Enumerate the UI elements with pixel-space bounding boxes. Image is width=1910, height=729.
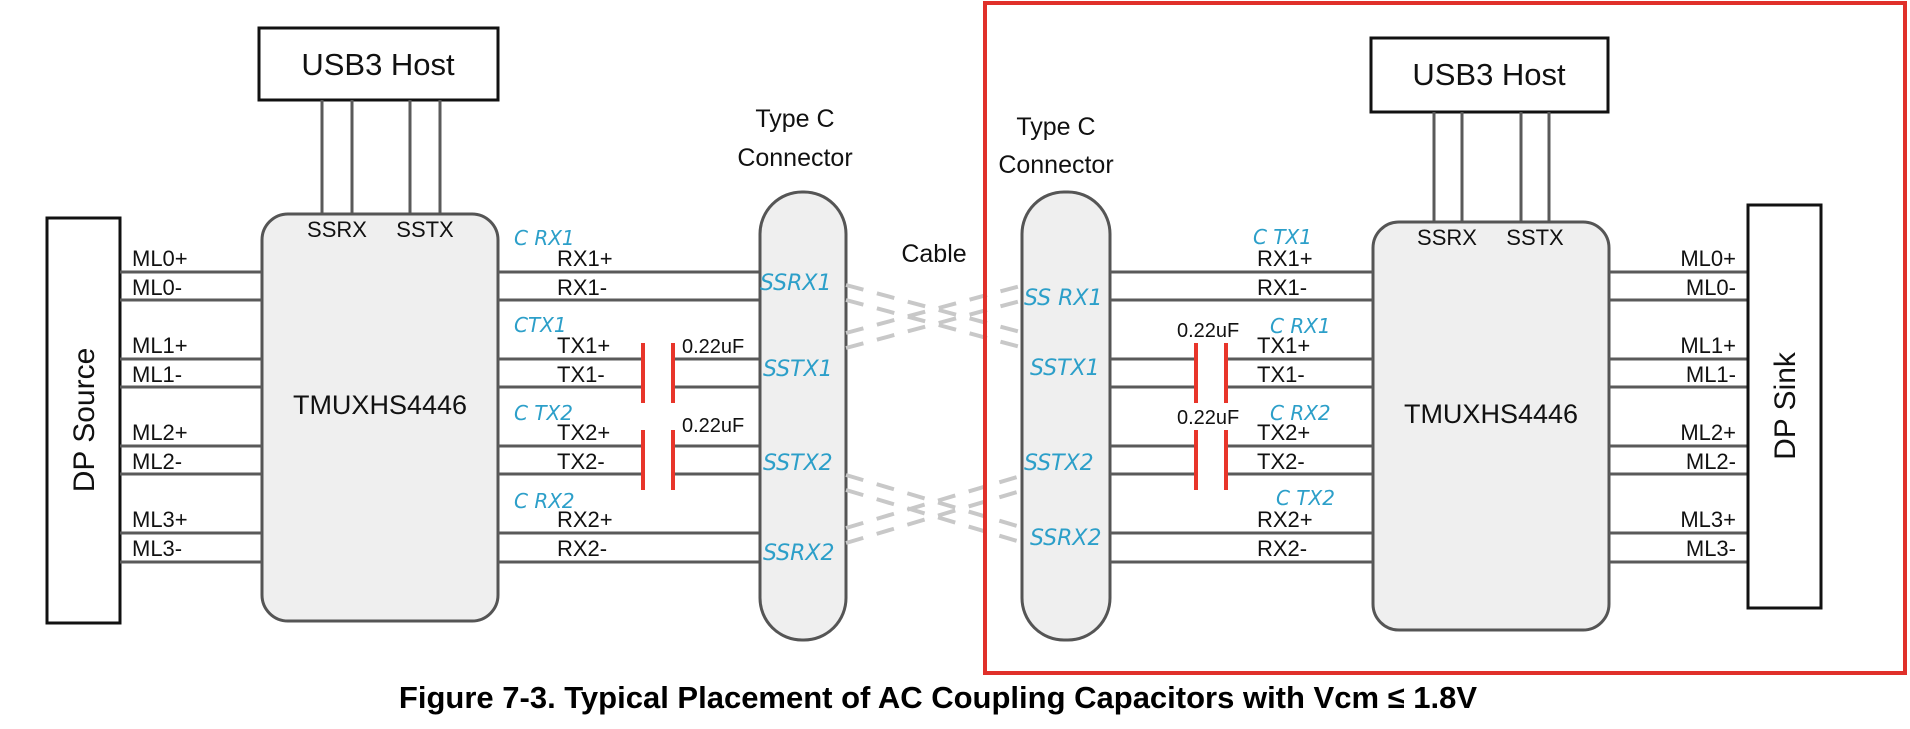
right-connector-label-2: Connector	[998, 151, 1113, 179]
left-ml3p-label: ML3+	[132, 507, 188, 532]
right-rx2n-label: RX2-	[1257, 536, 1307, 561]
left-connector-label-2: Connector	[737, 144, 852, 172]
right-usb3-host-box	[1369, 36, 1610, 114]
right-hand-crx1: C RX1	[1270, 314, 1331, 338]
right-ml1p-label: ML1+	[1680, 333, 1736, 358]
left-cap1-label: 0.22uF	[682, 336, 744, 358]
left-ml1p-label: ML1+	[132, 333, 188, 358]
left-tx1n-label: TX1-	[557, 362, 605, 387]
left-hand-ctx1: CTX1	[514, 313, 567, 337]
right-tx1p-label: TX1+	[1257, 333, 1310, 358]
right-host-wires	[1432, 112, 1551, 224]
left-out-wires	[498, 270, 762, 564]
left-connector-label-1: Type C	[755, 105, 834, 133]
left-hand-ssrx1: SSRX1	[760, 271, 832, 296]
right-hand-crx2: C RX2	[1270, 401, 1331, 425]
left-ml-wires	[120, 270, 262, 564]
right-rx2p-label: RX2+	[1257, 507, 1313, 532]
left-rx1p-label: RX1+	[557, 246, 613, 271]
left-hand-sstx1: SSTX1	[763, 357, 833, 382]
left-ml1n-label: ML1-	[132, 362, 182, 387]
right-ml0n-label: ML0-	[1686, 275, 1736, 300]
right-mux-box	[1371, 220, 1611, 632]
cable-label: Cable	[901, 240, 966, 268]
figure-caption: Figure 7-3. Typical Placement of AC Coup…	[399, 680, 1477, 715]
left-mux-label: TMUXHS4446	[293, 390, 467, 420]
right-ml2n-label: ML2-	[1686, 449, 1736, 474]
dp-sink-label: DP Sink	[1769, 351, 1802, 460]
dp-source-label: DP Source	[68, 348, 101, 493]
right-rx1p-label: RX1+	[1257, 246, 1313, 271]
right-hand-ctx1: C TX1	[1253, 225, 1312, 249]
left-rx2n-label: RX2-	[557, 536, 607, 561]
left-tx2n-label: TX2-	[557, 449, 605, 474]
left-usb3-host-label: USB3 Host	[301, 47, 455, 82]
left-tx1p-label: TX1+	[557, 333, 610, 358]
left-sstx-label: SSTX	[396, 217, 454, 242]
right-sstx-label: SSTX	[1506, 225, 1564, 250]
right-rx1n-label: RX1-	[1257, 275, 1307, 300]
right-mux-label: TMUXHS4446	[1404, 399, 1578, 429]
right-tx1n-label: TX1-	[1257, 362, 1305, 387]
right-cap1-label: 0.22uF	[1177, 320, 1239, 342]
right-tx2n-label: TX2-	[1257, 449, 1305, 474]
left-capacitors	[641, 343, 675, 490]
right-tx2p-label: TX2+	[1257, 420, 1310, 445]
left-hand-crx1: C RX1	[514, 226, 575, 250]
left-rx1n-label: RX1-	[557, 275, 607, 300]
dp-sink-box	[1746, 203, 1823, 610]
left-tx2p-label: TX2+	[557, 420, 610, 445]
highlight-frame	[983, 1, 1907, 675]
left-mux-box	[260, 212, 500, 623]
left-hand-ctx2: C TX2	[514, 401, 573, 425]
left-hand-ssrx2: SSRX2	[763, 541, 835, 566]
right-ssrx-label: SSRX	[1417, 225, 1477, 250]
left-ml2n-label: ML2-	[132, 449, 182, 474]
right-hand-ssrx1: SS RX1	[1024, 286, 1103, 311]
right-ml2p-label: ML2+	[1680, 420, 1736, 445]
left-ml3n-label: ML3-	[132, 536, 182, 561]
left-cap2-label: 0.22uF	[682, 415, 744, 437]
right-usb3-host-label: USB3 Host	[1412, 57, 1566, 92]
left-usb3-host-box	[257, 26, 500, 102]
right-ml3n-label: ML3-	[1686, 536, 1736, 561]
right-ml0p-label: ML0+	[1680, 246, 1736, 271]
right-in-wires	[1110, 270, 1373, 564]
left-hand-crx2: C RX2	[514, 489, 575, 513]
left-hand-sstx2: SSTX2	[763, 451, 833, 476]
left-ml0p-label: ML0+	[132, 246, 188, 271]
right-ml-wires	[1609, 270, 1748, 564]
right-capacitors	[1194, 343, 1228, 490]
cable-dashed-wires	[845, 283, 1025, 545]
right-cap2-label: 0.22uF	[1177, 407, 1239, 429]
left-ml2p-label: ML2+	[132, 420, 188, 445]
right-type-c-connector	[1020, 190, 1112, 642]
right-hand-sstx2: SSTX2	[1024, 451, 1094, 476]
right-hand-ssrx2: SSRX2	[1030, 526, 1102, 551]
left-rx2p-label: RX2+	[557, 507, 613, 532]
left-ml0n-label: ML0-	[132, 275, 182, 300]
dp-source-box	[45, 216, 122, 625]
right-ml1n-label: ML1-	[1686, 362, 1736, 387]
left-ssrx-label: SSRX	[307, 217, 367, 242]
right-hand-sstx1: SSTX1	[1030, 356, 1100, 381]
left-type-c-connector	[758, 190, 848, 642]
right-ml3p-label: ML3+	[1680, 507, 1736, 532]
right-hand-ctx2: C TX2	[1276, 486, 1335, 510]
left-host-wires	[320, 100, 442, 218]
right-connector-label-1: Type C	[1016, 113, 1095, 141]
